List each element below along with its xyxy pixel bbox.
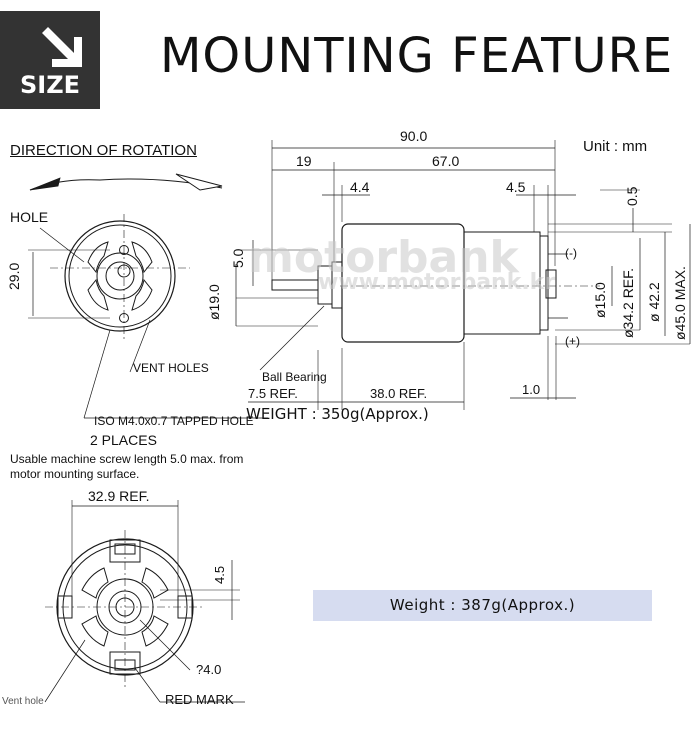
dim-phi-45: ø45.0 MAX. xyxy=(672,266,688,340)
size-badge: SIZE xyxy=(0,11,100,109)
page-title: MOUNTING FEATURE xyxy=(160,28,674,84)
direction-of-rotation-label: DIRECTION OF ROTATION xyxy=(10,142,197,159)
weight-band: Weight : 387g(Approx.) xyxy=(313,590,652,621)
dim-phi-19: ø19.0 xyxy=(206,284,222,320)
dim-67: 67.0 xyxy=(432,153,460,169)
dim-hole-4: ?4.0 xyxy=(196,662,222,677)
dim-19: 19 xyxy=(296,153,312,169)
dim-29: 29.0 xyxy=(6,262,22,290)
dim-7-5-ref: 7.5 REF. xyxy=(248,386,298,401)
dim-4-5-top: 4.5 xyxy=(506,179,526,195)
unit-label: Unit : mm xyxy=(583,138,648,155)
screw-note-line-1: Usable machine screw length 5.0 max. fro… xyxy=(10,452,244,466)
vent-holes-label: VENT HOLES xyxy=(133,361,209,375)
dim-32-9-ref: 32.9 REF. xyxy=(88,488,150,504)
dim-1-0: 1.0 xyxy=(522,382,541,397)
ball-bearing-label: Ball Bearing xyxy=(262,370,327,384)
hole-label: HOLE xyxy=(10,209,49,225)
arrow-down-right-icon xyxy=(42,27,82,67)
dim-phi-42-2: ø 42.2 xyxy=(646,282,662,322)
screw-note-line-2: motor mounting surface. xyxy=(10,467,140,481)
watermark-brand: motorbank xyxy=(248,232,519,283)
tapped-hole-label: ISO M4.0x0.7 TAPPED HOLE xyxy=(94,414,254,428)
plus-terminal-label: (+) xyxy=(565,334,580,348)
weight-overlay-text: WEIGHT : 350g(Approx.) xyxy=(246,405,429,423)
watermark-url: www.motorbank.kr xyxy=(318,270,556,295)
dim-38-ref: 38.0 REF. xyxy=(370,386,428,401)
two-places-label: 2 PLACES xyxy=(90,432,157,448)
red-mark-label: RED MARK xyxy=(165,692,234,707)
dim-90: 90.0 xyxy=(400,128,428,144)
badge-label: SIZE xyxy=(19,71,80,99)
dim-0-5: 0.5 xyxy=(624,186,640,206)
minus-terminal-label: (-) xyxy=(565,246,577,260)
dim-4-5-rear: 4.5 xyxy=(212,565,227,584)
vent-hole-label: Vent hole xyxy=(2,696,44,707)
dim-phi-34-2: ø34.2 REF. xyxy=(620,267,636,338)
dim-phi-15: ø15.0 xyxy=(592,282,608,318)
dim-5: 5.0 xyxy=(230,248,246,268)
dim-4-4: 4.4 xyxy=(350,179,370,195)
